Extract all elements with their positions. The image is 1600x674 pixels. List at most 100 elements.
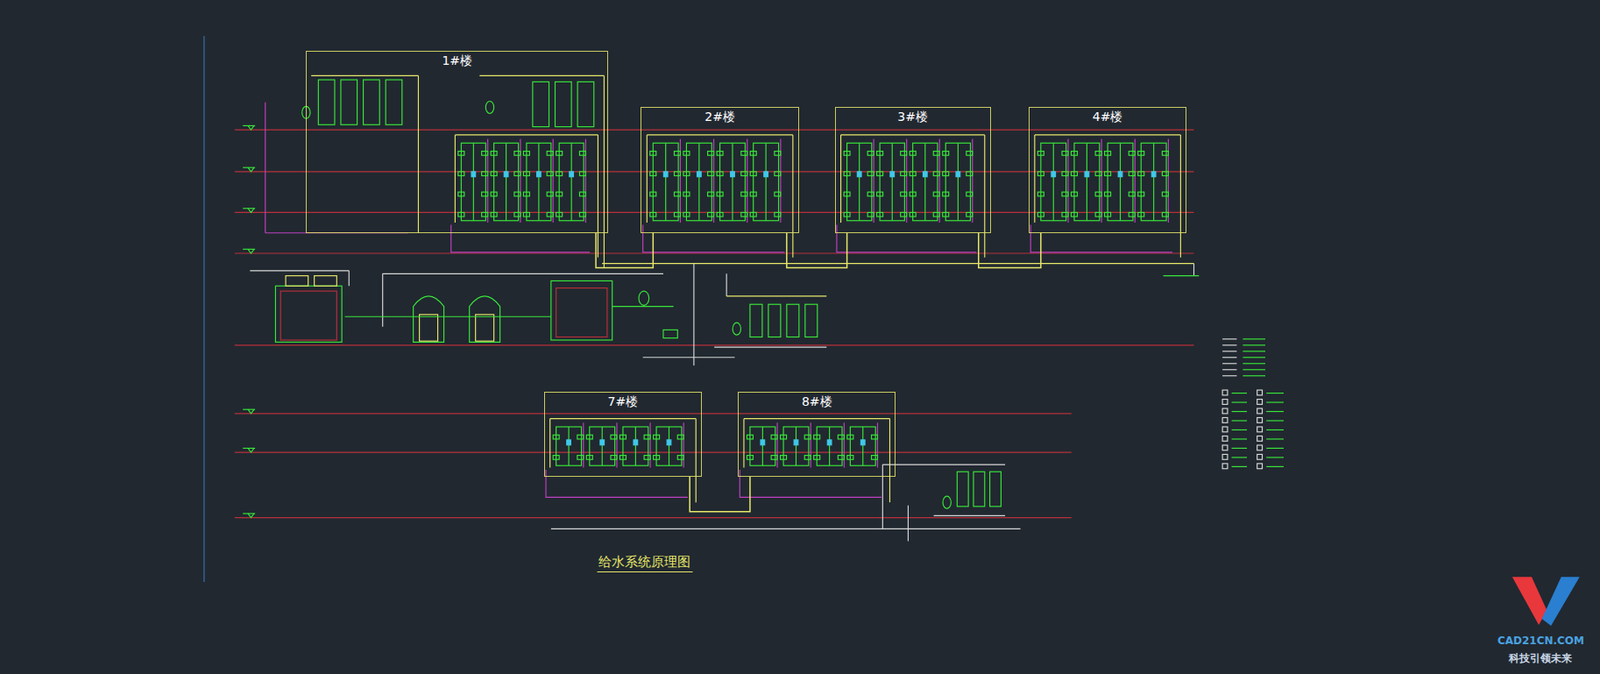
building-name: 2#楼 <box>700 109 739 126</box>
valve-symbol <box>683 212 690 217</box>
main-pipe <box>348 270 350 286</box>
meter-symbol <box>471 171 476 177</box>
floor-line <box>234 516 1072 518</box>
pump-symbol <box>956 471 969 507</box>
legend-line <box>1242 338 1266 340</box>
valve-symbol <box>871 434 878 439</box>
valve-symbol <box>867 151 874 156</box>
valve-symbol <box>1095 212 1102 217</box>
valve-symbol <box>814 455 821 461</box>
unit-riser <box>1119 142 1121 221</box>
valve-symbol <box>650 151 657 156</box>
riser-pipe <box>792 134 793 258</box>
riser-pipe <box>1033 134 1035 223</box>
supply-pipe <box>311 75 418 77</box>
meter-symbol <box>1084 171 1090 177</box>
valve-symbol <box>750 171 757 177</box>
main-pipe <box>726 295 827 297</box>
valve-symbol <box>966 191 973 197</box>
legend-line <box>1242 368 1266 370</box>
building-name: 4#楼 <box>1089 109 1127 126</box>
valve-symbol <box>490 191 497 197</box>
meter-symbol <box>856 171 862 177</box>
legend-symbol <box>1222 426 1228 432</box>
main-pipe <box>714 346 827 348</box>
valve-symbol <box>650 171 657 177</box>
level-mark <box>247 513 255 518</box>
valve-symbol <box>877 171 884 177</box>
valve-symbol <box>577 455 584 461</box>
valve-symbol <box>847 455 854 461</box>
floor-line <box>234 252 1195 254</box>
riser-pipe <box>1180 134 1182 258</box>
valve-symbol <box>683 191 690 197</box>
valve-symbol <box>877 191 884 197</box>
legend-line <box>1266 466 1284 468</box>
floor-line <box>234 452 1072 454</box>
hot-pipe <box>777 422 779 468</box>
legend-line <box>1242 344 1266 346</box>
valve-symbol <box>514 191 521 197</box>
valve-symbol <box>458 151 465 156</box>
tank-symbol <box>363 79 381 125</box>
legend-symbol <box>1257 435 1263 441</box>
building-group: 7#楼 <box>544 391 703 477</box>
valve-symbol <box>750 191 757 197</box>
legend-symbol <box>1257 453 1263 460</box>
valve-symbol <box>933 151 940 156</box>
valve-symbol <box>900 171 907 177</box>
valve-symbol <box>1161 151 1169 156</box>
legend-symbol <box>1222 463 1228 469</box>
supply-pipe <box>743 417 891 419</box>
valve-symbol <box>1161 191 1169 197</box>
unit-riser <box>957 142 959 221</box>
tank-symbol <box>577 81 595 127</box>
valve-symbol <box>514 212 521 217</box>
valve-symbol <box>1128 212 1135 217</box>
valve-symbol <box>1037 151 1044 156</box>
valve-symbol <box>514 151 521 156</box>
valve-symbol <box>610 455 617 461</box>
valve-symbol <box>1070 171 1077 177</box>
main-pipe <box>1163 275 1200 277</box>
valve-symbol <box>966 212 973 217</box>
tank-symbol <box>555 81 573 127</box>
valve-symbol <box>909 191 916 197</box>
valve-symbol <box>966 151 973 156</box>
riser-pipe <box>646 134 648 223</box>
valve-symbol <box>556 191 563 197</box>
return-pipe <box>264 102 266 234</box>
valve-symbol <box>966 171 973 177</box>
meter-symbol <box>922 171 928 177</box>
main-pipe <box>907 505 909 542</box>
unit-riser <box>538 142 539 221</box>
riser-pipe <box>597 134 599 258</box>
water-tank <box>275 285 342 342</box>
valve-symbol <box>523 191 530 197</box>
legend-line <box>1222 350 1237 352</box>
meter-symbol <box>697 171 702 177</box>
valve-symbol <box>1070 191 1077 197</box>
valve-symbol <box>1061 212 1069 217</box>
valve-symbol <box>942 191 949 197</box>
valve-symbol <box>771 434 778 439</box>
valve-symbol <box>1104 171 1112 177</box>
hot-pipe <box>843 422 845 468</box>
pump-symbol <box>990 471 1002 507</box>
unit-riser <box>924 142 926 221</box>
supply-pipe <box>550 417 697 419</box>
unit-riser <box>571 142 573 221</box>
valve-symbol <box>716 212 723 217</box>
unit-riser <box>668 426 670 466</box>
valve-symbol <box>650 212 657 217</box>
valve-symbol <box>1104 212 1112 217</box>
riser-pipe <box>695 418 697 503</box>
valve-symbol <box>837 455 844 461</box>
valve-symbol <box>653 455 660 461</box>
valve-symbol <box>933 171 940 177</box>
supply-connector <box>978 233 1041 269</box>
valve-symbol <box>577 434 584 439</box>
legend-line <box>1242 362 1266 364</box>
unit-riser <box>858 142 860 221</box>
legend-line <box>1231 466 1247 468</box>
